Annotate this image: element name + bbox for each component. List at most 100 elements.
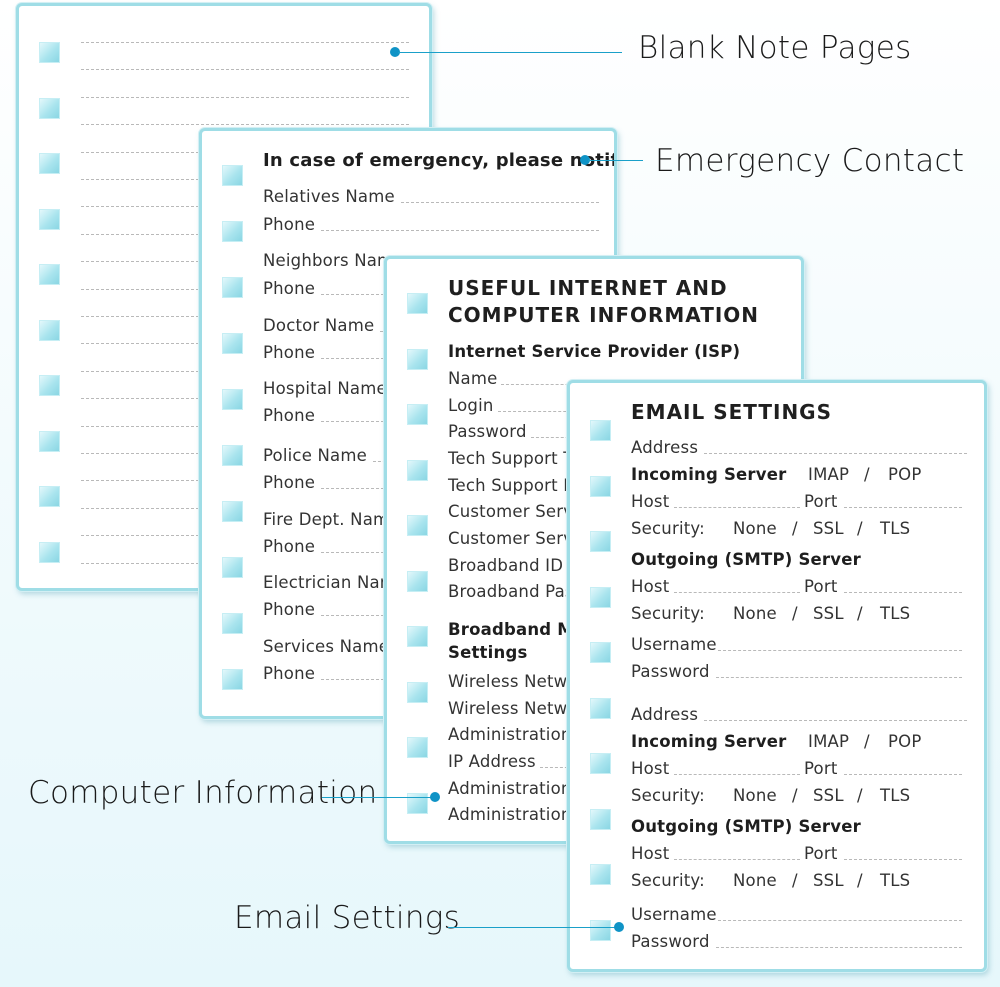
incoming-server-label: Incoming Server [631, 465, 787, 484]
slash-label: / [792, 786, 798, 805]
dashed-line [81, 42, 409, 43]
checkbox-square [407, 459, 428, 481]
emergency-field-label: Phone [263, 343, 316, 362]
host-label: Host [631, 759, 670, 778]
emergency-field-label: Doctor Name [263, 316, 375, 335]
security-label: Security: [631, 871, 705, 890]
email-line [448, 927, 618, 928]
blank-notes-dot [390, 47, 400, 57]
port-label: Port [804, 844, 838, 863]
checkbox-square [590, 919, 611, 941]
modem-heading-2: Settings [448, 643, 528, 662]
checkbox-square [590, 864, 611, 885]
checkbox-square [407, 681, 428, 703]
emergency-line [588, 160, 643, 161]
tls-label: TLS [880, 604, 911, 623]
checkbox-square [39, 375, 60, 396]
slash-label: / [857, 604, 863, 623]
emergency-field-label: Phone [263, 600, 316, 619]
isp-field-label: Name [448, 369, 498, 388]
checkbox-square [222, 277, 243, 298]
ssl-label: SSL [813, 519, 844, 538]
emergency-dot [580, 155, 590, 165]
security-label: Security: [631, 604, 705, 623]
password-label: Password [631, 932, 710, 951]
slash-label: / [792, 519, 798, 538]
emergency-field-label: Police Name [263, 446, 367, 465]
checkbox-square [222, 445, 243, 466]
checkbox-square [222, 669, 243, 690]
tls-label: TLS [880, 786, 911, 805]
ssl-label: SSL [813, 871, 844, 890]
slash-label: / [792, 604, 798, 623]
dashed-line [321, 230, 599, 231]
computer-title-line2: COMPUTER INFORMATION [448, 303, 760, 327]
checkbox-square [39, 97, 60, 119]
checkbox-square [39, 319, 60, 341]
checkbox-square [590, 531, 611, 552]
checkbox-square [590, 808, 611, 830]
checkbox-square [39, 264, 60, 285]
dashed-line [674, 592, 800, 593]
dashed-line [704, 453, 967, 454]
none-label: None [733, 604, 777, 623]
dashed-line [718, 920, 962, 921]
incoming-server-label: Incoming Server [631, 732, 787, 751]
port-label: Port [804, 577, 838, 596]
checkbox-square [407, 515, 428, 536]
slash-label: / [857, 519, 863, 538]
isp-field-label: Tech Support Tel [448, 449, 586, 468]
checkbox-square [407, 626, 428, 647]
dashed-line [844, 507, 962, 508]
slash-label: / [857, 871, 863, 890]
checkbox-square [222, 613, 243, 634]
dashed-line [401, 202, 599, 203]
emergency-heading: In case of emergency, please notify [263, 150, 617, 171]
dashed-line [704, 720, 967, 721]
checkbox-square [39, 208, 60, 230]
tls-label: TLS [880, 871, 911, 890]
isp-field-label: Password [448, 422, 527, 441]
dashed-line [716, 677, 962, 678]
checkbox-square [407, 293, 428, 314]
address-label: Address [631, 438, 699, 457]
checkbox-square [407, 792, 428, 814]
dashed-line [674, 774, 800, 775]
slash-label: / [857, 786, 863, 805]
checkbox-square [590, 697, 611, 719]
checkbox-square [222, 557, 243, 578]
checkbox-square [590, 753, 611, 774]
emergency-field-label: Phone [263, 473, 316, 492]
host-label: Host [631, 844, 670, 863]
dashed-line [674, 507, 800, 508]
emergency-callout: Emergency Contact [655, 143, 965, 179]
emergency-field-label: Phone [263, 279, 316, 298]
dashed-line [844, 774, 962, 775]
dashed-line [718, 650, 962, 651]
checkbox-square [407, 404, 428, 425]
blank-notes-callout: Blank Note Pages [638, 30, 912, 66]
dashed-line [81, 96, 409, 98]
isp-heading: Internet Service Provider (ISP) [448, 342, 741, 361]
computer-dot [430, 792, 440, 802]
tls-label: TLS [880, 519, 911, 538]
email-dot [614, 922, 624, 932]
pop-label: POP [888, 732, 922, 751]
checkbox-square [590, 420, 611, 441]
emergency-field-label: Services Name [263, 637, 390, 656]
username-label: Username [631, 905, 717, 924]
emergency-field-label: Phone [263, 537, 316, 556]
ssl-label: SSL [813, 604, 844, 623]
address-label: Address [631, 705, 699, 724]
dashed-line [716, 947, 962, 948]
outgoing-server-label: Outgoing (SMTP) Server [631, 817, 861, 836]
port-label: Port [804, 492, 838, 511]
dashed-line [844, 859, 962, 860]
emergency-field-label: Electrician Name [263, 573, 407, 592]
checkbox-square [39, 541, 60, 563]
checkbox-square [39, 42, 60, 63]
slash-label: / [864, 732, 870, 751]
isp-field-label: Login [448, 396, 494, 415]
emergency-field-label: Phone [263, 664, 316, 683]
none-label: None [733, 786, 777, 805]
